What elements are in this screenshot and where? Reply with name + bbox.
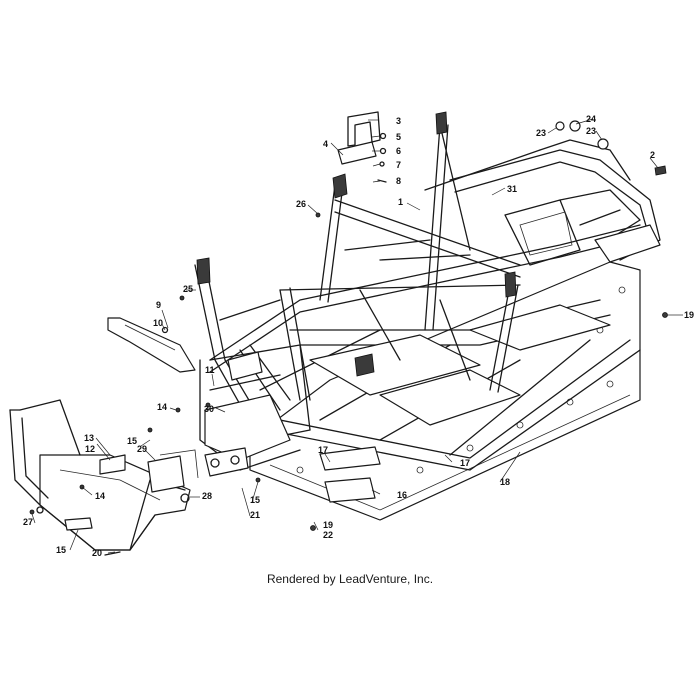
callout-11: 11: [205, 365, 215, 375]
leader-lines: [31, 118, 683, 554]
main-frame: [209, 124, 641, 471]
callout-13: 13: [84, 433, 94, 443]
callout-18: 18: [500, 477, 510, 487]
rear-subframe: [449, 139, 661, 266]
callout-28: 28: [202, 491, 212, 501]
callout-14a: 14: [157, 402, 167, 412]
callout-3: 3: [396, 116, 401, 126]
callout-14b: 14: [95, 491, 105, 501]
callout-12: 12: [85, 444, 95, 454]
callout-22: 22: [323, 530, 333, 540]
callout-19b: 19: [323, 520, 333, 530]
callout-23b: 23: [586, 126, 596, 136]
callout-9: 9: [156, 300, 161, 310]
callout-1: 1: [398, 197, 403, 207]
callout-5: 5: [396, 132, 401, 142]
callout-15c: 15: [250, 495, 260, 505]
small-parts: [29, 111, 668, 556]
callout-16: 16: [397, 490, 407, 500]
callout-26: 26: [296, 199, 306, 209]
callout-31: 31: [507, 184, 517, 194]
callouts: 1 2 3 4 5 6 7 8 9 10 11 12 13 14 14 15 1…: [23, 114, 694, 558]
footer-credit: Rendered by LeadVenture, Inc.: [266, 572, 434, 586]
callout-21: 21: [250, 510, 260, 520]
callout-24: 24: [586, 114, 596, 124]
callout-23a: 23: [536, 128, 546, 138]
callout-19a: 19: [684, 310, 694, 320]
callout-20: 20: [92, 548, 102, 558]
callout-7: 7: [396, 160, 401, 170]
front-subframe: [194, 261, 311, 477]
callout-17b: 17: [460, 458, 470, 468]
callout-17a: 17: [318, 445, 328, 455]
callout-4: 4: [323, 139, 328, 149]
callout-6: 6: [396, 146, 401, 156]
callout-8: 8: [396, 176, 401, 186]
callout-25: 25: [183, 284, 193, 294]
callout-29: 29: [137, 444, 147, 454]
callout-27: 27: [23, 517, 33, 527]
callout-30: 30: [204, 404, 214, 414]
callout-15b: 15: [56, 545, 66, 555]
callout-10: 10: [153, 318, 163, 328]
callout-15a: 15: [127, 436, 137, 446]
callout-2: 2: [650, 150, 655, 160]
